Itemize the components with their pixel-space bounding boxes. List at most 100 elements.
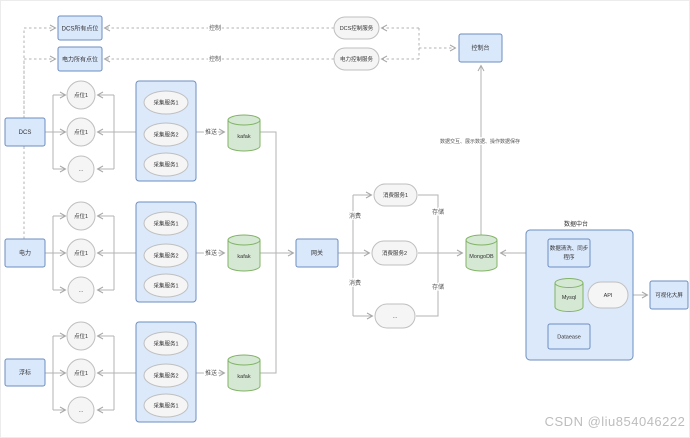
kafka-cylinder-rim xyxy=(227,119,261,126)
edge-label-control: 控制 xyxy=(209,55,221,63)
node-collect-service-label: 采集服务2 xyxy=(153,372,178,380)
node-clean-sync-line1: 数据清洗、同步 xyxy=(550,244,589,252)
node-kafka-label: kafak xyxy=(237,134,250,140)
mongodb-cylinder-rim xyxy=(465,239,498,246)
edge-label-consume: 消费 xyxy=(349,279,361,287)
node-point xyxy=(66,321,96,351)
node-collect-service xyxy=(143,152,189,177)
node-point xyxy=(66,80,96,110)
control-edges xyxy=(23,24,485,239)
node-point-more xyxy=(67,396,95,424)
node-clean-sync xyxy=(547,238,591,268)
edge-label-control: 控制 xyxy=(209,24,221,32)
consumer-converge xyxy=(416,194,439,317)
edge-label-store: 存储 xyxy=(432,283,444,291)
node-point-label: 点位1 xyxy=(74,91,88,99)
power-group-edges xyxy=(45,212,226,294)
node-gateway xyxy=(295,238,339,268)
platform-title: 数据中台 xyxy=(564,220,588,228)
node-point-label: 点位1 xyxy=(74,369,88,377)
node-point xyxy=(66,358,96,388)
node-consumer-1-label: 消费服务1 xyxy=(383,191,408,199)
node-point xyxy=(66,201,96,231)
node-console xyxy=(458,33,503,63)
node-point-more-label: ... xyxy=(79,167,84,173)
node-buoy xyxy=(4,358,46,387)
node-point-label: 点位1 xyxy=(74,249,88,257)
edge-power-up-to-all-points xyxy=(23,55,57,239)
node-dcs-control-service-label: DCS控制服务 xyxy=(340,24,374,32)
collector-group-3: 采集服务1 采集服务2 采集服务1 xyxy=(135,321,197,423)
node-collect-service xyxy=(143,211,189,236)
buoy-group-edges xyxy=(45,332,226,414)
node-dcs-all-points xyxy=(57,15,103,41)
kafka-merge-edges xyxy=(260,131,295,374)
node-dataease xyxy=(547,323,591,350)
node-power-control-service xyxy=(333,47,380,71)
node-power-all-points-label: 电力所有点位 xyxy=(62,56,98,64)
node-power xyxy=(4,238,46,268)
edge-label-store: 存储 xyxy=(432,208,444,216)
node-power-control-service-label: 电力控制服务 xyxy=(340,55,374,63)
node-collect-service xyxy=(143,122,189,147)
edge-dcs-up-to-all-points xyxy=(23,24,57,118)
node-power-all-points xyxy=(57,46,103,72)
node-buoy-label: 浮标 xyxy=(19,369,31,377)
node-consumer-2-label: 消费服务2 xyxy=(382,249,407,257)
kafka-cylinder-rim xyxy=(227,239,261,246)
node-kafka-3: kafak xyxy=(227,354,261,392)
node-point-more-label: ... xyxy=(79,408,84,414)
kafka-merge xyxy=(260,131,277,374)
node-big-screen-label: 可视化大屏 xyxy=(655,291,683,299)
node-collect-service xyxy=(143,363,189,388)
mysql-cylinder-rim xyxy=(554,282,584,288)
node-kafka-2: kafak xyxy=(227,234,261,272)
node-point-more xyxy=(67,155,95,183)
node-point xyxy=(66,238,96,268)
node-api-label: API xyxy=(604,293,613,299)
node-dcs-control-service xyxy=(333,16,380,40)
kafka-cylinder-rim xyxy=(227,359,261,366)
node-api xyxy=(587,281,629,309)
collector-group-1: 采集服务1 采集服务2 采集服务1 xyxy=(135,80,197,182)
node-consumer-more xyxy=(374,303,416,329)
node-collect-service-label: 采集服务1 xyxy=(153,220,178,228)
node-collect-service-label: 采集服务2 xyxy=(153,131,178,139)
node-point-label: 点位1 xyxy=(74,212,88,220)
dcs-group-edges xyxy=(45,91,226,173)
node-mongodb-label: MongoDB xyxy=(469,254,494,260)
edge-label-interact: 数据交互、展示数据、操作数据保存 xyxy=(440,138,520,145)
node-point-more-label: ... xyxy=(79,288,84,294)
node-mysql-label: Mysql xyxy=(562,295,576,301)
node-collect-service-label: 采集服务1 xyxy=(153,282,178,290)
node-collect-service xyxy=(143,331,189,356)
edge-label-push: 推送 xyxy=(205,369,217,377)
watermark: CSDN @liu854046222 xyxy=(545,414,686,429)
node-collect-service-label: 采集服务1 xyxy=(153,340,178,348)
node-dcs-all-points-label: DCS所有点位 xyxy=(62,25,99,33)
node-point-label: 点位1 xyxy=(74,332,88,340)
node-dcs xyxy=(4,117,46,147)
node-collect-service xyxy=(143,90,189,115)
node-kafka-1: kafak xyxy=(227,114,261,152)
edge-label-push: 推送 xyxy=(205,249,217,257)
node-power-label: 电力 xyxy=(19,249,31,257)
node-mongodb: MongoDB xyxy=(465,234,498,272)
node-consumer-more-label: ... xyxy=(393,314,398,320)
node-point-more xyxy=(67,276,95,304)
node-collect-service xyxy=(143,243,189,268)
node-point-label: 点位1 xyxy=(74,128,88,136)
node-collect-service xyxy=(143,393,189,418)
edge-label-push: 推送 xyxy=(205,128,217,136)
node-collect-service-label: 采集服务1 xyxy=(153,402,178,410)
node-kafka-label: kafak xyxy=(237,254,250,260)
node-collect-service-label: 采集服务1 xyxy=(153,161,178,169)
node-kafka-label: kafak xyxy=(237,374,250,380)
node-collect-service xyxy=(143,273,189,298)
node-gateway-label: 网关 xyxy=(311,249,323,257)
node-clean-sync-line2: 程序 xyxy=(563,253,575,261)
data-platform: 数据中台 数据清洗、同步 程序 Mysql API Dataease xyxy=(525,220,634,361)
edge-label-consume: 消费 xyxy=(349,212,361,220)
